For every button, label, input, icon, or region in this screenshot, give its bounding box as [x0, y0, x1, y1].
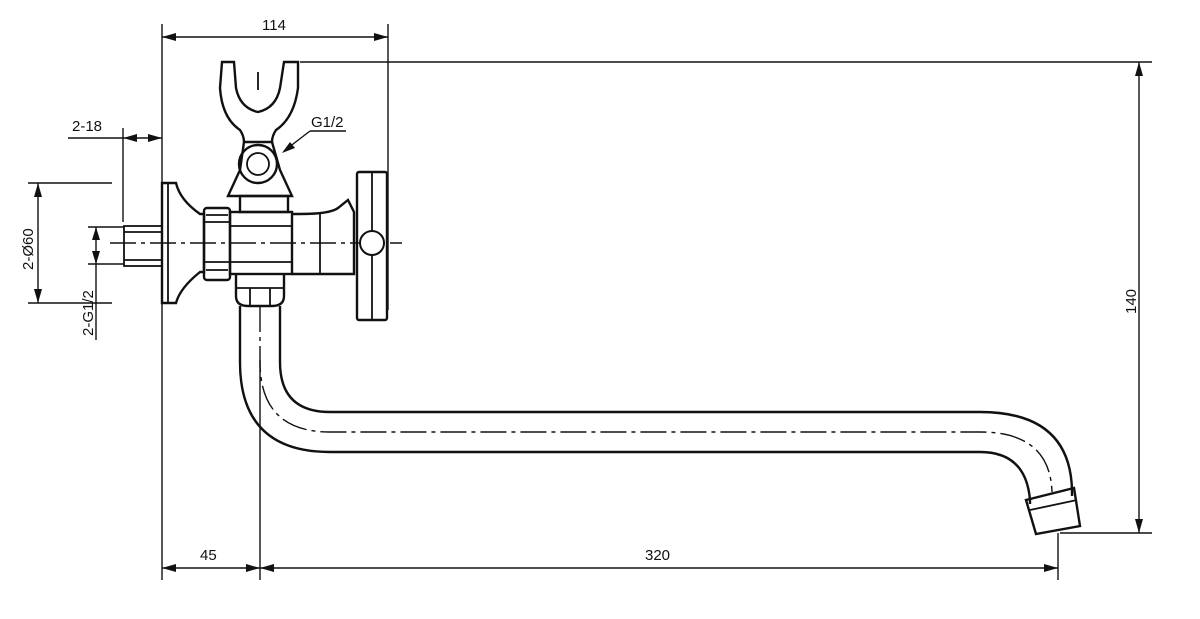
- aerator: [1024, 486, 1082, 536]
- dim-eccentric: 2-18: [68, 118, 162, 222]
- dim-label-45: 45: [200, 547, 217, 564]
- dim-label-140: 140: [1123, 289, 1140, 314]
- dim-bottom: 45 320: [161, 312, 1059, 580]
- leader-shower-outlet: G1/2: [282, 114, 346, 153]
- wall-inlet: [123, 225, 163, 267]
- cross-handle[interactable]: [355, 170, 389, 322]
- spout-tube: [238, 306, 1074, 504]
- dim-label-2-d60: 2-Ø60: [20, 228, 37, 270]
- dim-height-right: 140: [300, 61, 1152, 534]
- shower-holder: [218, 60, 300, 214]
- dim-label-2-18: 2-18: [72, 118, 102, 135]
- dim-flange-diameter: 2-Ø60: [20, 182, 112, 304]
- dim-label-114: 114: [262, 17, 286, 34]
- dim-inlet-thread: 2-G1/2: [80, 226, 124, 340]
- dim-label-2-g12: 2-G1/2: [80, 290, 97, 336]
- dim-label-g12: G1/2: [311, 114, 344, 131]
- hex-nut: [202, 206, 232, 282]
- spout-nut: [234, 274, 286, 308]
- dim-label-320: 320: [645, 547, 670, 564]
